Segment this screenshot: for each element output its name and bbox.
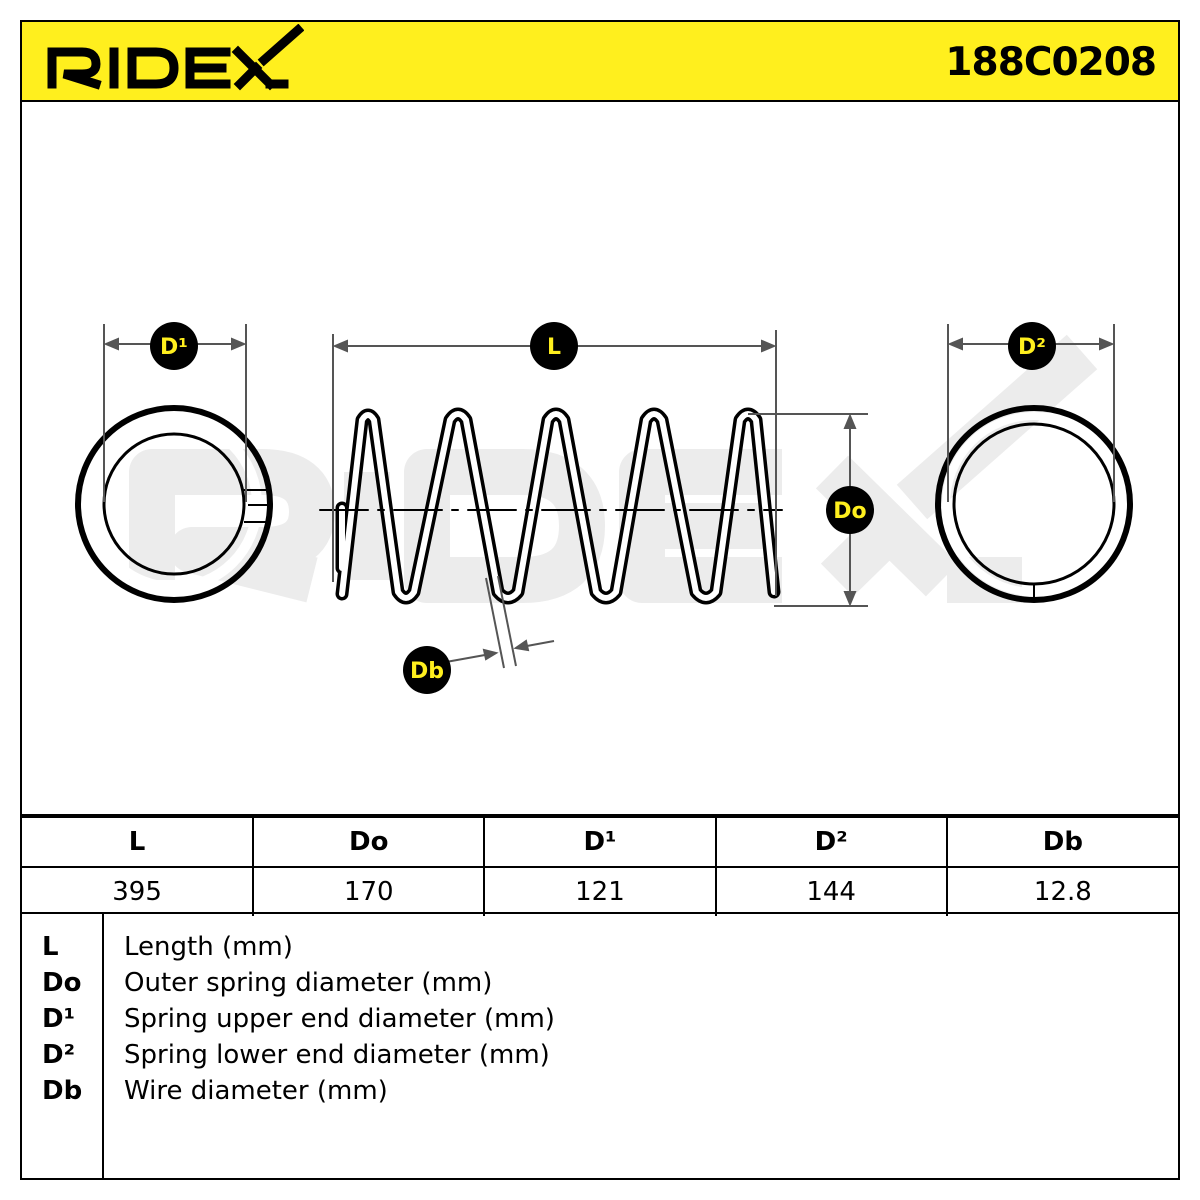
legend-code: Do — [42, 968, 82, 998]
specs-header-row: L Do D¹ D² Db — [22, 816, 1178, 868]
header-do: Do — [252, 816, 486, 868]
legend-code: D¹ — [42, 1004, 75, 1034]
header-bar: 188C0208 — [22, 22, 1178, 102]
legend-description: Wire diameter (mm) — [124, 1076, 388, 1106]
legend-row: L Length (mm) — [22, 932, 1178, 968]
db-label: Db — [410, 659, 444, 684]
value-do: 170 — [252, 866, 486, 916]
specs-value-row: 395 170 121 144 12.8 — [22, 866, 1178, 916]
d2-badge: D² — [1008, 322, 1056, 370]
legend-code: D² — [42, 1040, 75, 1070]
header-d1: D¹ — [483, 816, 717, 868]
header-db: Db — [945, 816, 1178, 868]
sheet-frame: 188C0208 — [20, 20, 1180, 1180]
upper-end-ring — [75, 405, 273, 603]
d2-label: D² — [1018, 335, 1046, 360]
value-d1: 121 — [483, 866, 717, 916]
legend-code: Db — [42, 1076, 83, 1106]
legend-code: L — [42, 932, 59, 962]
d1-label: D¹ — [160, 335, 188, 360]
ridex-watermark — [129, 334, 1098, 603]
db-badge: Db — [403, 646, 451, 694]
spring-diagram-svg: D¹ L — [75, 322, 1133, 694]
do-badge: Do — [826, 486, 874, 534]
legend-description: Length (mm) — [124, 932, 293, 962]
legend-row: Db Wire diameter (mm) — [22, 1076, 1178, 1112]
l-dimension — [332, 330, 777, 596]
value-l: 395 — [22, 866, 255, 916]
spring-drawing: D¹ L — [22, 102, 1178, 814]
db-dimension — [445, 575, 555, 669]
ridex-logo — [47, 23, 305, 91]
legend-description: Spring upper end diameter (mm) — [124, 1004, 555, 1034]
header-d2: D² — [714, 816, 948, 868]
specs-table-section: L Do D¹ D² Db 395 170 121 144 12.8 — [22, 814, 1178, 916]
specs-table: L Do D¹ D² Db 395 170 121 144 12.8 — [22, 816, 1178, 916]
l-label: L — [547, 335, 561, 360]
brand-logo — [44, 23, 305, 102]
legend-row: Do Outer spring diameter (mm) — [22, 968, 1178, 1004]
legend-description: Spring lower end diameter (mm) — [124, 1040, 550, 1070]
part-number: 188C0208 — [945, 40, 1157, 85]
lower-end-ring — [935, 405, 1133, 603]
header-l: L — [22, 816, 255, 868]
legend-row: D¹ Spring upper end diameter (mm) — [22, 1004, 1178, 1040]
d1-badge: D¹ — [150, 322, 198, 370]
legend-divider — [102, 914, 104, 1180]
legend-section: L Length (mm) Do Outer spring diameter (… — [22, 912, 1178, 1180]
value-db: 12.8 — [945, 866, 1178, 916]
legend-row: D² Spring lower end diameter (mm) — [22, 1040, 1178, 1076]
value-d2: 144 — [714, 866, 948, 916]
l-badge: L — [530, 322, 578, 370]
coil-spring — [319, 407, 783, 605]
legend-description: Outer spring diameter (mm) — [124, 968, 493, 998]
do-label: Do — [833, 499, 866, 524]
